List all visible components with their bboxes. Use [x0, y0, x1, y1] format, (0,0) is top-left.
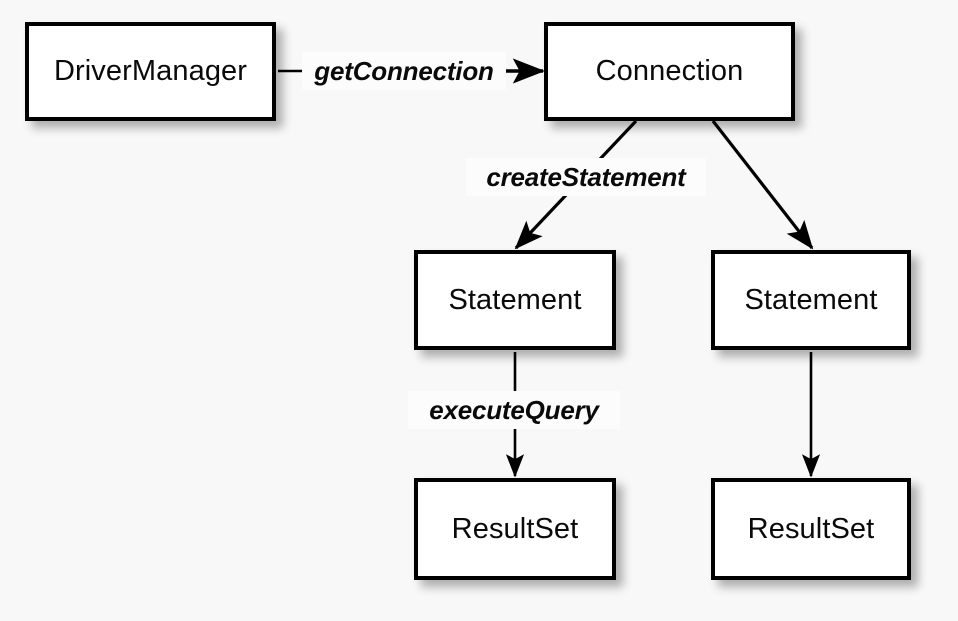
node-resultset-left[interactable]: ResultSet: [414, 478, 616, 580]
node-resultset-left-label: ResultSet: [451, 512, 579, 545]
node-statement-left[interactable]: Statement: [414, 250, 616, 350]
node-connection-label: Connection: [595, 55, 744, 87]
edge-label-get-connection: getConnection: [302, 52, 506, 90]
node-driver-manager-label: DriverManager: [53, 55, 248, 87]
node-statement-right-label: Statement: [744, 283, 878, 316]
node-connection[interactable]: Connection: [544, 22, 795, 121]
node-resultset-right-label: ResultSet: [747, 512, 875, 545]
edge-label-create-statement: createStatement: [466, 158, 706, 196]
edge-create-statement-right-line: [711, 120, 814, 250]
node-statement-left-label: Statement: [448, 283, 582, 316]
node-driver-manager[interactable]: DriverManager: [25, 22, 276, 121]
node-statement-right[interactable]: Statement: [711, 250, 911, 350]
edge-label-execute-query: executeQuery: [408, 391, 620, 429]
node-resultset-right[interactable]: ResultSet: [711, 478, 911, 580]
